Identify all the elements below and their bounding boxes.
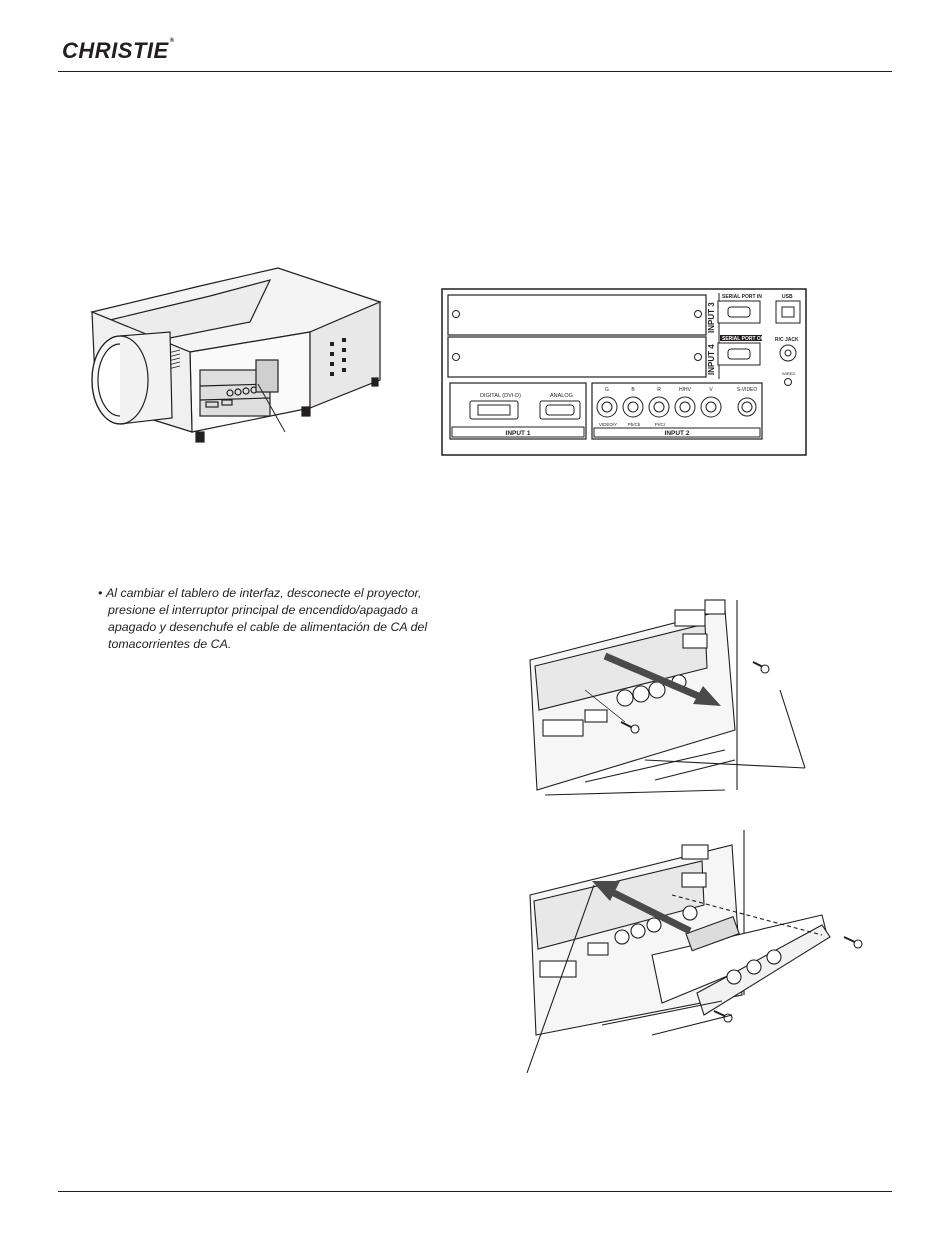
brand-name: CHRISTIE xyxy=(62,38,169,63)
safety-note: • Al cambiar el tablero de interfaz, des… xyxy=(98,585,445,653)
input4-label: INPUT 4 xyxy=(707,344,716,375)
rc-jack-label: R/C JACK xyxy=(775,337,799,343)
b-label: B xyxy=(631,387,635,393)
note-text: Al cambiar el tablero de interfaz, desco… xyxy=(106,586,428,651)
analog-label: ANALOG xyxy=(550,393,573,399)
serial-out-label: SERIAL PORT OUT xyxy=(722,336,767,342)
pr-cr-label: Pr/Cr xyxy=(655,422,666,427)
serial-in-label: SERIAL PORT IN xyxy=(722,294,762,300)
g-label: G xyxy=(605,387,609,393)
input1-label: INPUT 1 xyxy=(506,430,531,437)
input3-label: INPUT 3 xyxy=(707,302,716,333)
hv-label: H/HV xyxy=(679,387,692,393)
board-removal-illustration xyxy=(529,599,806,796)
serial-in-port xyxy=(727,306,751,318)
board-installation-illustration xyxy=(526,830,863,1074)
pb-cb-label: Pb/Cb xyxy=(628,422,641,427)
v-label: V xyxy=(709,387,713,393)
connector-panel-diagram: INPUT 3 INPUT 4 SERIAL PORT IN SERIAL PO… xyxy=(441,288,807,456)
wired-indicator xyxy=(784,378,792,386)
projector-illustration xyxy=(90,267,382,443)
trademark-symbol: ® xyxy=(169,38,175,44)
video-y-label: VIDEO/Y xyxy=(599,422,617,427)
note-bullet: • xyxy=(98,586,103,600)
svideo-label: S-VIDEO xyxy=(737,387,758,393)
usb-label: USB xyxy=(782,294,793,300)
footer-rule xyxy=(58,1191,892,1192)
input2-label: INPUT 2 xyxy=(665,430,690,437)
r-label: R xyxy=(657,387,661,393)
usb-port xyxy=(781,306,795,318)
header-rule xyxy=(58,71,892,72)
christie-logo: CHRISTIE® xyxy=(62,38,175,64)
digital-dvi-label: DIGITAL (DVI-D) xyxy=(480,393,521,399)
wired-label: WIRED xyxy=(782,371,795,376)
serial-out-port xyxy=(727,348,751,360)
